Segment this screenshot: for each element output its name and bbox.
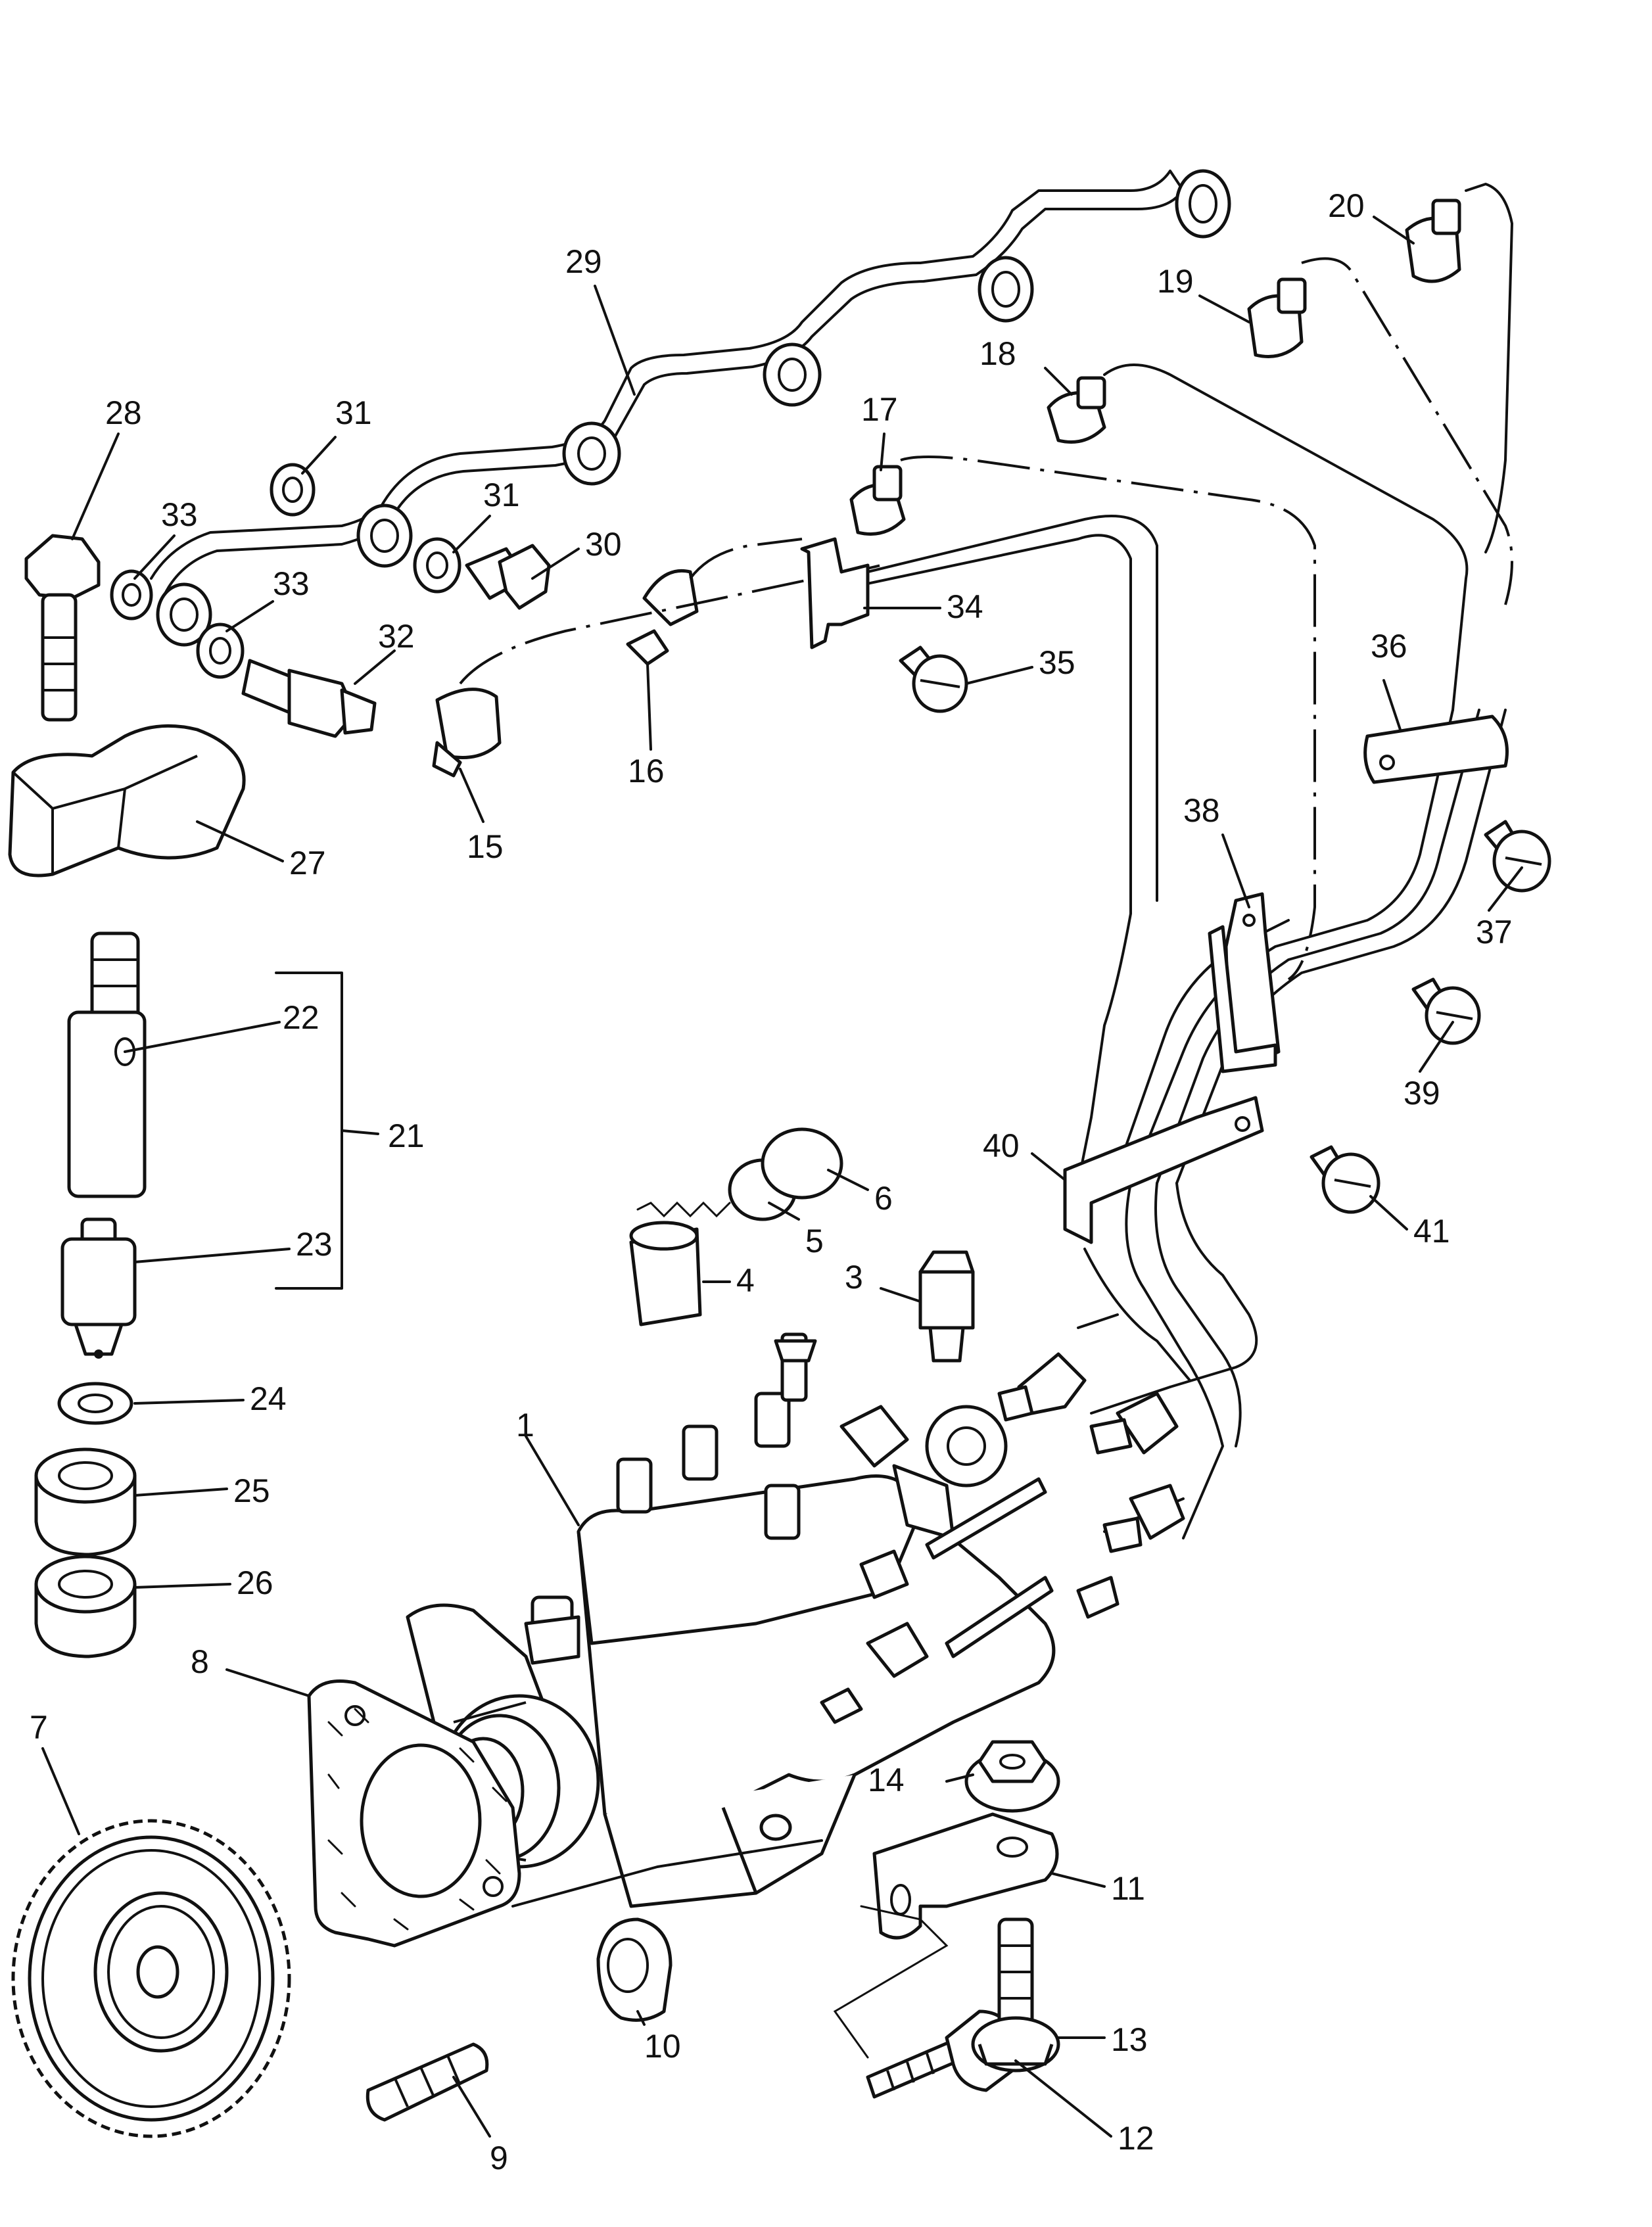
flange-nut-10	[596, 1917, 673, 2022]
injector-fitting-20	[1405, 199, 1461, 283]
injection-pump-1	[406, 1332, 1185, 1908]
injector-fitting-15	[432, 688, 502, 778]
callout-34: 34	[947, 588, 983, 625]
callout-5: 5	[805, 1223, 824, 1259]
flange-nut-14	[964, 1740, 1060, 1813]
leak-off-lines	[459, 183, 1513, 1539]
bracket-11	[872, 1812, 1059, 1940]
clamp-34	[800, 537, 870, 649]
callout-40: 40	[983, 1127, 1020, 1164]
callout-12: 12	[1118, 2120, 1154, 2157]
clamp-27	[8, 724, 246, 878]
callout-23: 23	[296, 1226, 333, 1263]
callout-35: 35	[1039, 644, 1075, 681]
callout-18: 18	[979, 335, 1016, 372]
callout-9: 9	[490, 2140, 508, 2176]
stud-9	[366, 2042, 489, 2122]
seal-25	[34, 1447, 137, 1557]
clamp-40	[1063, 1096, 1264, 1244]
callout-15: 15	[467, 828, 504, 865]
callout-8: 8	[191, 1643, 209, 1680]
bolt-28	[24, 534, 101, 722]
washer-24	[57, 1382, 133, 1425]
callout-14: 14	[868, 1762, 905, 1798]
callout-22: 22	[283, 999, 319, 1036]
callout-33-lower: 33	[273, 565, 310, 602]
callout-20: 20	[1328, 187, 1365, 224]
gasket-8	[307, 1679, 521, 1948]
drive-gear-7	[11, 1819, 291, 2138]
callout-33-upper: 33	[161, 496, 198, 533]
callout-36: 36	[1371, 628, 1407, 665]
callout-1: 1	[516, 1407, 534, 1443]
callout-4: 4	[736, 1262, 755, 1299]
callout-41: 41	[1413, 1213, 1450, 1250]
callout-39: 39	[1404, 1075, 1440, 1112]
injector-fitting-17	[849, 465, 906, 536]
callout-7: 7	[30, 1709, 48, 1746]
callout-13: 13	[1111, 2021, 1148, 2058]
switch-3	[918, 1250, 975, 1363]
callout-17: 17	[861, 391, 898, 428]
washer-33-lower	[196, 622, 245, 679]
callout-10: 10	[644, 2028, 681, 2065]
washer-33-upper	[110, 569, 153, 621]
callout-29: 29	[565, 243, 602, 280]
injector-fitting-19	[1247, 277, 1307, 358]
flange-bolt-13	[971, 1917, 1060, 2073]
callout-37: 37	[1476, 914, 1513, 950]
washer-31-upper	[270, 463, 316, 517]
callout-labels: 1 3 4 5 6 7 8 9 10 11 12 13 14 15 16 17 …	[30, 187, 1513, 2176]
callout-28: 28	[105, 394, 142, 431]
clamp-38	[1208, 892, 1281, 1073]
injector-fitting-16	[626, 569, 699, 666]
screw-41	[1310, 1145, 1381, 1214]
callout-31-upper: 31	[335, 394, 372, 431]
bolt-12	[833, 1905, 1018, 2099]
callout-25: 25	[233, 1472, 270, 1509]
sleeve-4	[629, 1221, 702, 1326]
callout-38: 38	[1183, 792, 1220, 829]
clamp-36	[1363, 715, 1509, 784]
seal-26	[34, 1555, 137, 1658]
screw-39	[1411, 977, 1481, 1045]
callout-30: 30	[585, 526, 622, 563]
callout-3: 3	[845, 1259, 863, 1296]
nozzle-23	[60, 1217, 137, 1359]
callout-27: 27	[289, 845, 326, 881]
screw-37	[1484, 820, 1551, 893]
callout-31-lower: 31	[483, 477, 520, 513]
nozzle-holder-22	[67, 931, 147, 1198]
callout-11: 11	[1111, 1870, 1145, 1907]
callout-32: 32	[378, 618, 415, 655]
screw-35	[899, 645, 968, 713]
callout-26: 26	[237, 1564, 273, 1601]
injector-fitting-18	[1047, 376, 1106, 444]
fitting-32	[241, 659, 377, 738]
callout-24: 24	[250, 1380, 287, 1417]
washer-31-lower	[413, 537, 461, 594]
callout-6: 6	[874, 1180, 893, 1217]
leader-lines	[41, 216, 1523, 2138]
banjo-bolt-30	[465, 544, 551, 610]
callout-21: 21	[388, 1117, 425, 1154]
cap-6	[761, 1127, 843, 1200]
callout-16: 16	[628, 753, 665, 789]
injection-pipe-assembly	[150, 169, 1231, 647]
callout-19: 19	[1157, 263, 1194, 300]
